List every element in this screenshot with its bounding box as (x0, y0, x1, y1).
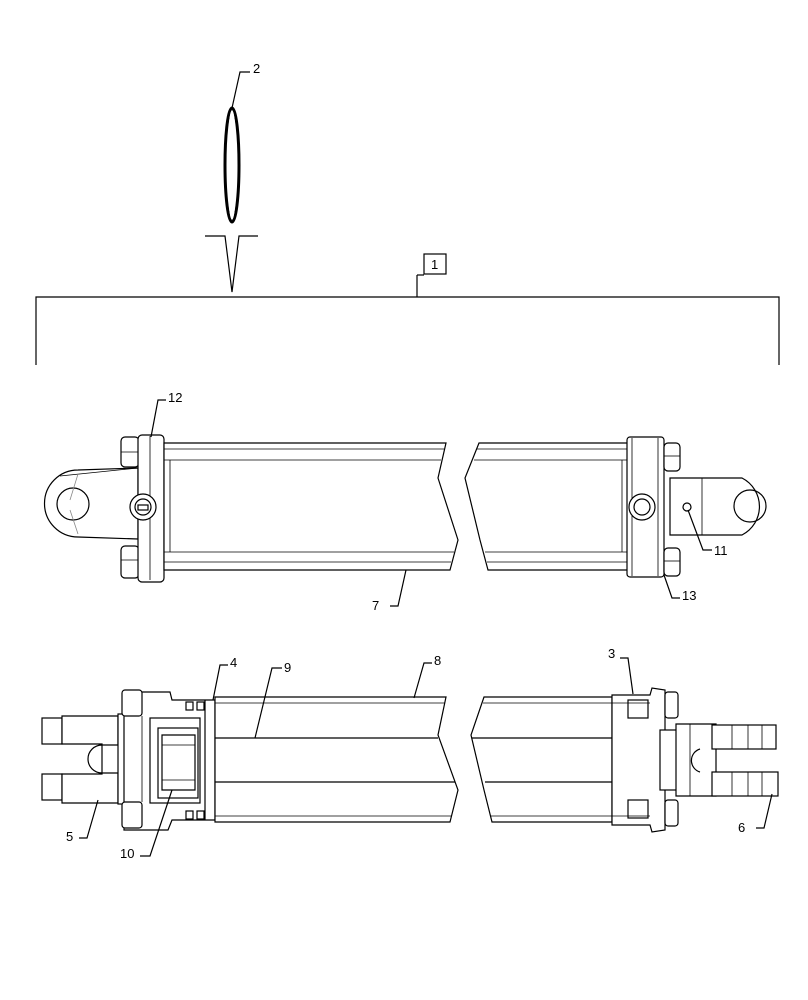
callout-9: 9 (254, 660, 291, 739)
callout-2: 2 (231, 61, 260, 109)
callout-12: 12 (150, 390, 182, 438)
cylinder-exterior-view (43, 434, 767, 583)
callout-11: 11 (687, 509, 728, 558)
callout-5: 5 (66, 799, 99, 844)
callout-3-label: 3 (608, 646, 615, 661)
callout-7: 7 (372, 569, 407, 613)
callout-2-label: 2 (253, 61, 260, 76)
callout-13: 13 (663, 574, 696, 603)
callout-11-label: 11 (714, 543, 728, 558)
callout-13-label: 13 (682, 588, 696, 603)
callout-12-label: 12 (168, 390, 182, 405)
callout-8-label: 8 (434, 653, 441, 668)
callout-3: 3 (608, 646, 634, 695)
callout-10: 10 (120, 789, 173, 861)
callout-8: 8 (413, 653, 441, 699)
callout-7-label: 7 (372, 598, 379, 613)
cylinder-section-view (41, 687, 779, 833)
callout-5-label: 5 (66, 829, 73, 844)
assembly-bracket: 1 (35, 253, 780, 365)
callout-4: 4 (212, 655, 237, 701)
callout-4-label: 4 (230, 655, 237, 670)
callout-1-label: 1 (431, 257, 438, 272)
callout-6: 6 (738, 793, 773, 835)
insertion-pointer (205, 235, 258, 293)
callout-9-label: 9 (284, 660, 291, 675)
o-ring-part (223, 106, 241, 224)
callout-6-label: 6 (738, 820, 745, 835)
callout-10-label: 10 (120, 846, 134, 861)
